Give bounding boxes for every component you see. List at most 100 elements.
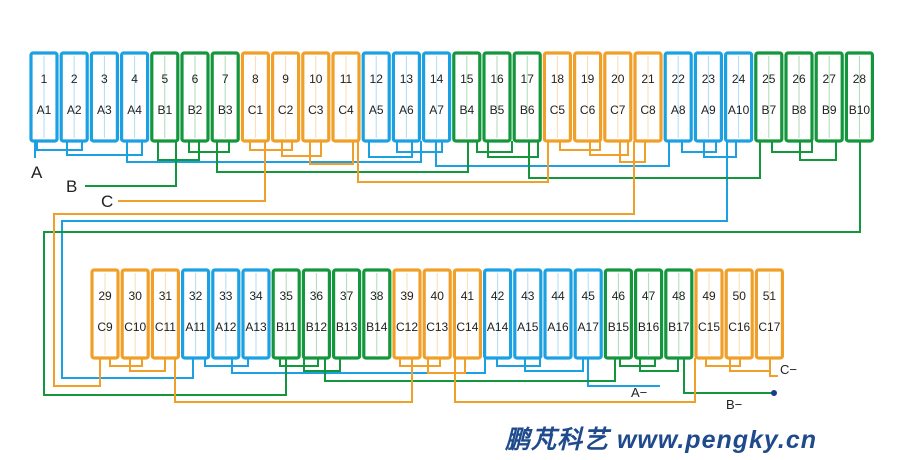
wire-a-4 xyxy=(368,141,413,158)
coil-frame xyxy=(362,268,392,360)
wire-b-lead xyxy=(85,141,177,187)
coil-number: 13 xyxy=(400,72,414,86)
lead-label-b: B xyxy=(66,177,77,196)
wire-c-9 xyxy=(109,358,143,367)
wire-a-3 xyxy=(126,141,422,163)
wire-b-10 xyxy=(279,358,319,367)
coil-label: B8 xyxy=(792,103,807,117)
coil-frame xyxy=(180,51,210,143)
wire-b-14 xyxy=(639,358,679,372)
wire-b-1 xyxy=(157,141,200,161)
coil-frame xyxy=(119,51,150,143)
coil-number: 49 xyxy=(702,289,716,303)
end-label-a: A− xyxy=(631,385,647,400)
coil-frame xyxy=(120,268,150,360)
coil-number: 30 xyxy=(129,289,143,303)
coil-label: B17 xyxy=(668,320,690,334)
coil-label: A6 xyxy=(399,103,414,117)
coil-label: A4 xyxy=(127,103,142,117)
coil-8: 8C1 xyxy=(240,51,270,143)
coil-number: 43 xyxy=(521,289,535,303)
wire-a-11 xyxy=(231,358,486,374)
coil-number: 9 xyxy=(282,72,289,86)
coil-frame xyxy=(150,268,180,360)
coil-frame xyxy=(331,51,361,143)
coil-label: B9 xyxy=(822,103,837,117)
end-label-b: B− xyxy=(726,397,742,412)
wire-a-9 xyxy=(61,141,728,379)
coil-label: A15 xyxy=(517,320,539,334)
coil-number: 31 xyxy=(159,289,173,303)
coil-label: C17 xyxy=(758,320,780,334)
wire-c-end xyxy=(769,371,778,377)
wire-b-11 xyxy=(303,358,341,372)
coil-frame xyxy=(482,51,512,143)
coil-number: 17 xyxy=(521,72,535,86)
coil-number: 8 xyxy=(252,72,259,86)
coil-label: B15 xyxy=(608,320,630,334)
coil-frame xyxy=(754,51,784,143)
coil-number: 35 xyxy=(280,289,294,303)
coil-frame xyxy=(301,51,331,143)
coil-label: C16 xyxy=(728,320,750,334)
coil-number: 28 xyxy=(853,72,867,86)
wire-a-8 xyxy=(703,141,737,158)
coil-1: 1A1 xyxy=(29,51,59,143)
coil-frame xyxy=(603,51,633,143)
coil-frame xyxy=(483,268,513,360)
coil-number: 36 xyxy=(310,289,324,303)
coil-label: C13 xyxy=(426,320,448,334)
coil-number: 2 xyxy=(71,72,78,86)
coil-label: B1 xyxy=(157,103,172,117)
coil-frame xyxy=(29,51,59,143)
coil-number: 42 xyxy=(491,289,505,303)
coil-label: B12 xyxy=(306,320,328,334)
coil-label: B13 xyxy=(336,320,358,334)
coil-frame xyxy=(241,268,271,360)
coil-frame xyxy=(814,51,844,143)
coil-number: 47 xyxy=(642,289,656,303)
coil-label: B16 xyxy=(638,320,660,334)
coil-number: 39 xyxy=(400,289,414,303)
coil-number: 33 xyxy=(219,289,233,303)
coil-number: 10 xyxy=(309,72,323,86)
coil-number: 45 xyxy=(582,289,596,303)
coil-number: 22 xyxy=(672,72,686,86)
coil-frame xyxy=(694,268,724,360)
coil-label: C15 xyxy=(698,320,720,334)
end-label-c: C− xyxy=(780,362,797,377)
coil-4: 4A4 xyxy=(119,51,150,143)
wire-b-12 xyxy=(324,358,616,382)
wire-c-1 xyxy=(249,141,293,151)
coil-frame xyxy=(723,51,754,143)
coil-number: 25 xyxy=(762,72,776,86)
coil-frame xyxy=(663,51,693,143)
wire-c-11 xyxy=(174,358,413,403)
coil-frame xyxy=(603,268,634,360)
coil-6: 6B2 xyxy=(180,51,210,143)
coil-label: A8 xyxy=(671,103,686,117)
coil-label: C1 xyxy=(248,103,264,117)
coil-number: 44 xyxy=(551,289,565,303)
coil-frame xyxy=(633,51,663,143)
coil-number: 29 xyxy=(98,289,112,303)
coil-frame xyxy=(422,51,452,143)
coil-number: 48 xyxy=(672,289,686,303)
coil-3: 3A3 xyxy=(89,51,120,143)
wire-b-end xyxy=(683,358,774,394)
wire-c-16 xyxy=(729,358,771,372)
wire-b-3 xyxy=(216,141,469,173)
coil-label: A13 xyxy=(245,320,267,334)
